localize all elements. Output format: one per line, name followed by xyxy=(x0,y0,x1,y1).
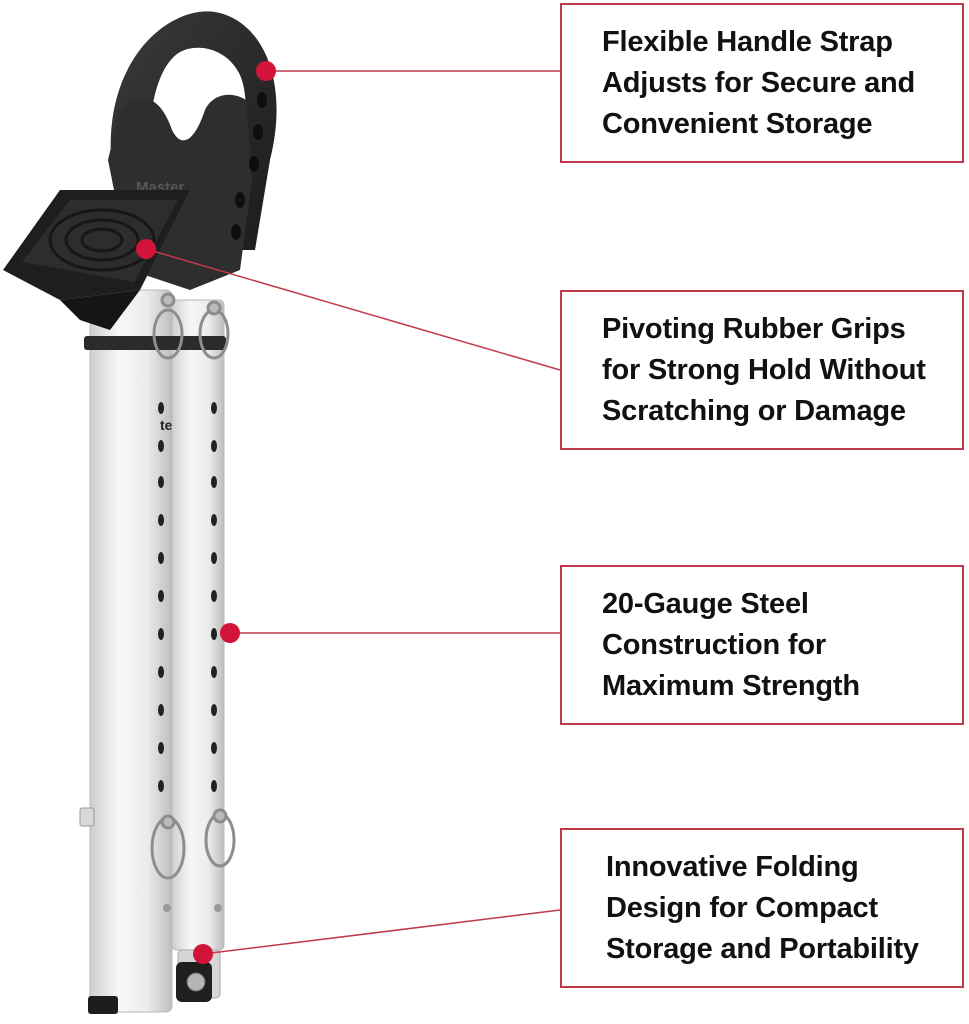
marker-dot-folding xyxy=(193,944,213,964)
marker-dot-grip xyxy=(136,239,156,259)
marker-dots xyxy=(136,61,276,964)
leader-lines xyxy=(145,70,561,955)
rubber-grip-pad xyxy=(3,190,190,330)
callout-steel-construction: 20-Gauge Steel Construction for Maximum … xyxy=(560,565,964,725)
callout-text: Pivoting Rubber Grips for Strong Hold Wi… xyxy=(602,312,926,427)
pull-pin-rings xyxy=(150,292,236,880)
callout-text: 20-Gauge Steel Construction for Maximum … xyxy=(602,587,860,702)
callout-handle-strap: Flexible Handle Strap Adjusts for Secure… xyxy=(560,3,964,163)
callout-folding-design: Innovative Folding Design for Compact St… xyxy=(560,828,964,988)
marker-dot-strap xyxy=(256,61,276,81)
callout-text: Flexible Handle Strap Adjusts for Secure… xyxy=(602,25,916,140)
marker-dot-steel xyxy=(220,623,240,643)
callout-rubber-grips: Pivoting Rubber Grips for Strong Hold Wi… xyxy=(560,290,964,450)
right-pole xyxy=(170,299,226,1002)
left-pole: ter xyxy=(79,289,178,1014)
callout-text: Innovative Folding Design for Compact St… xyxy=(606,850,919,965)
